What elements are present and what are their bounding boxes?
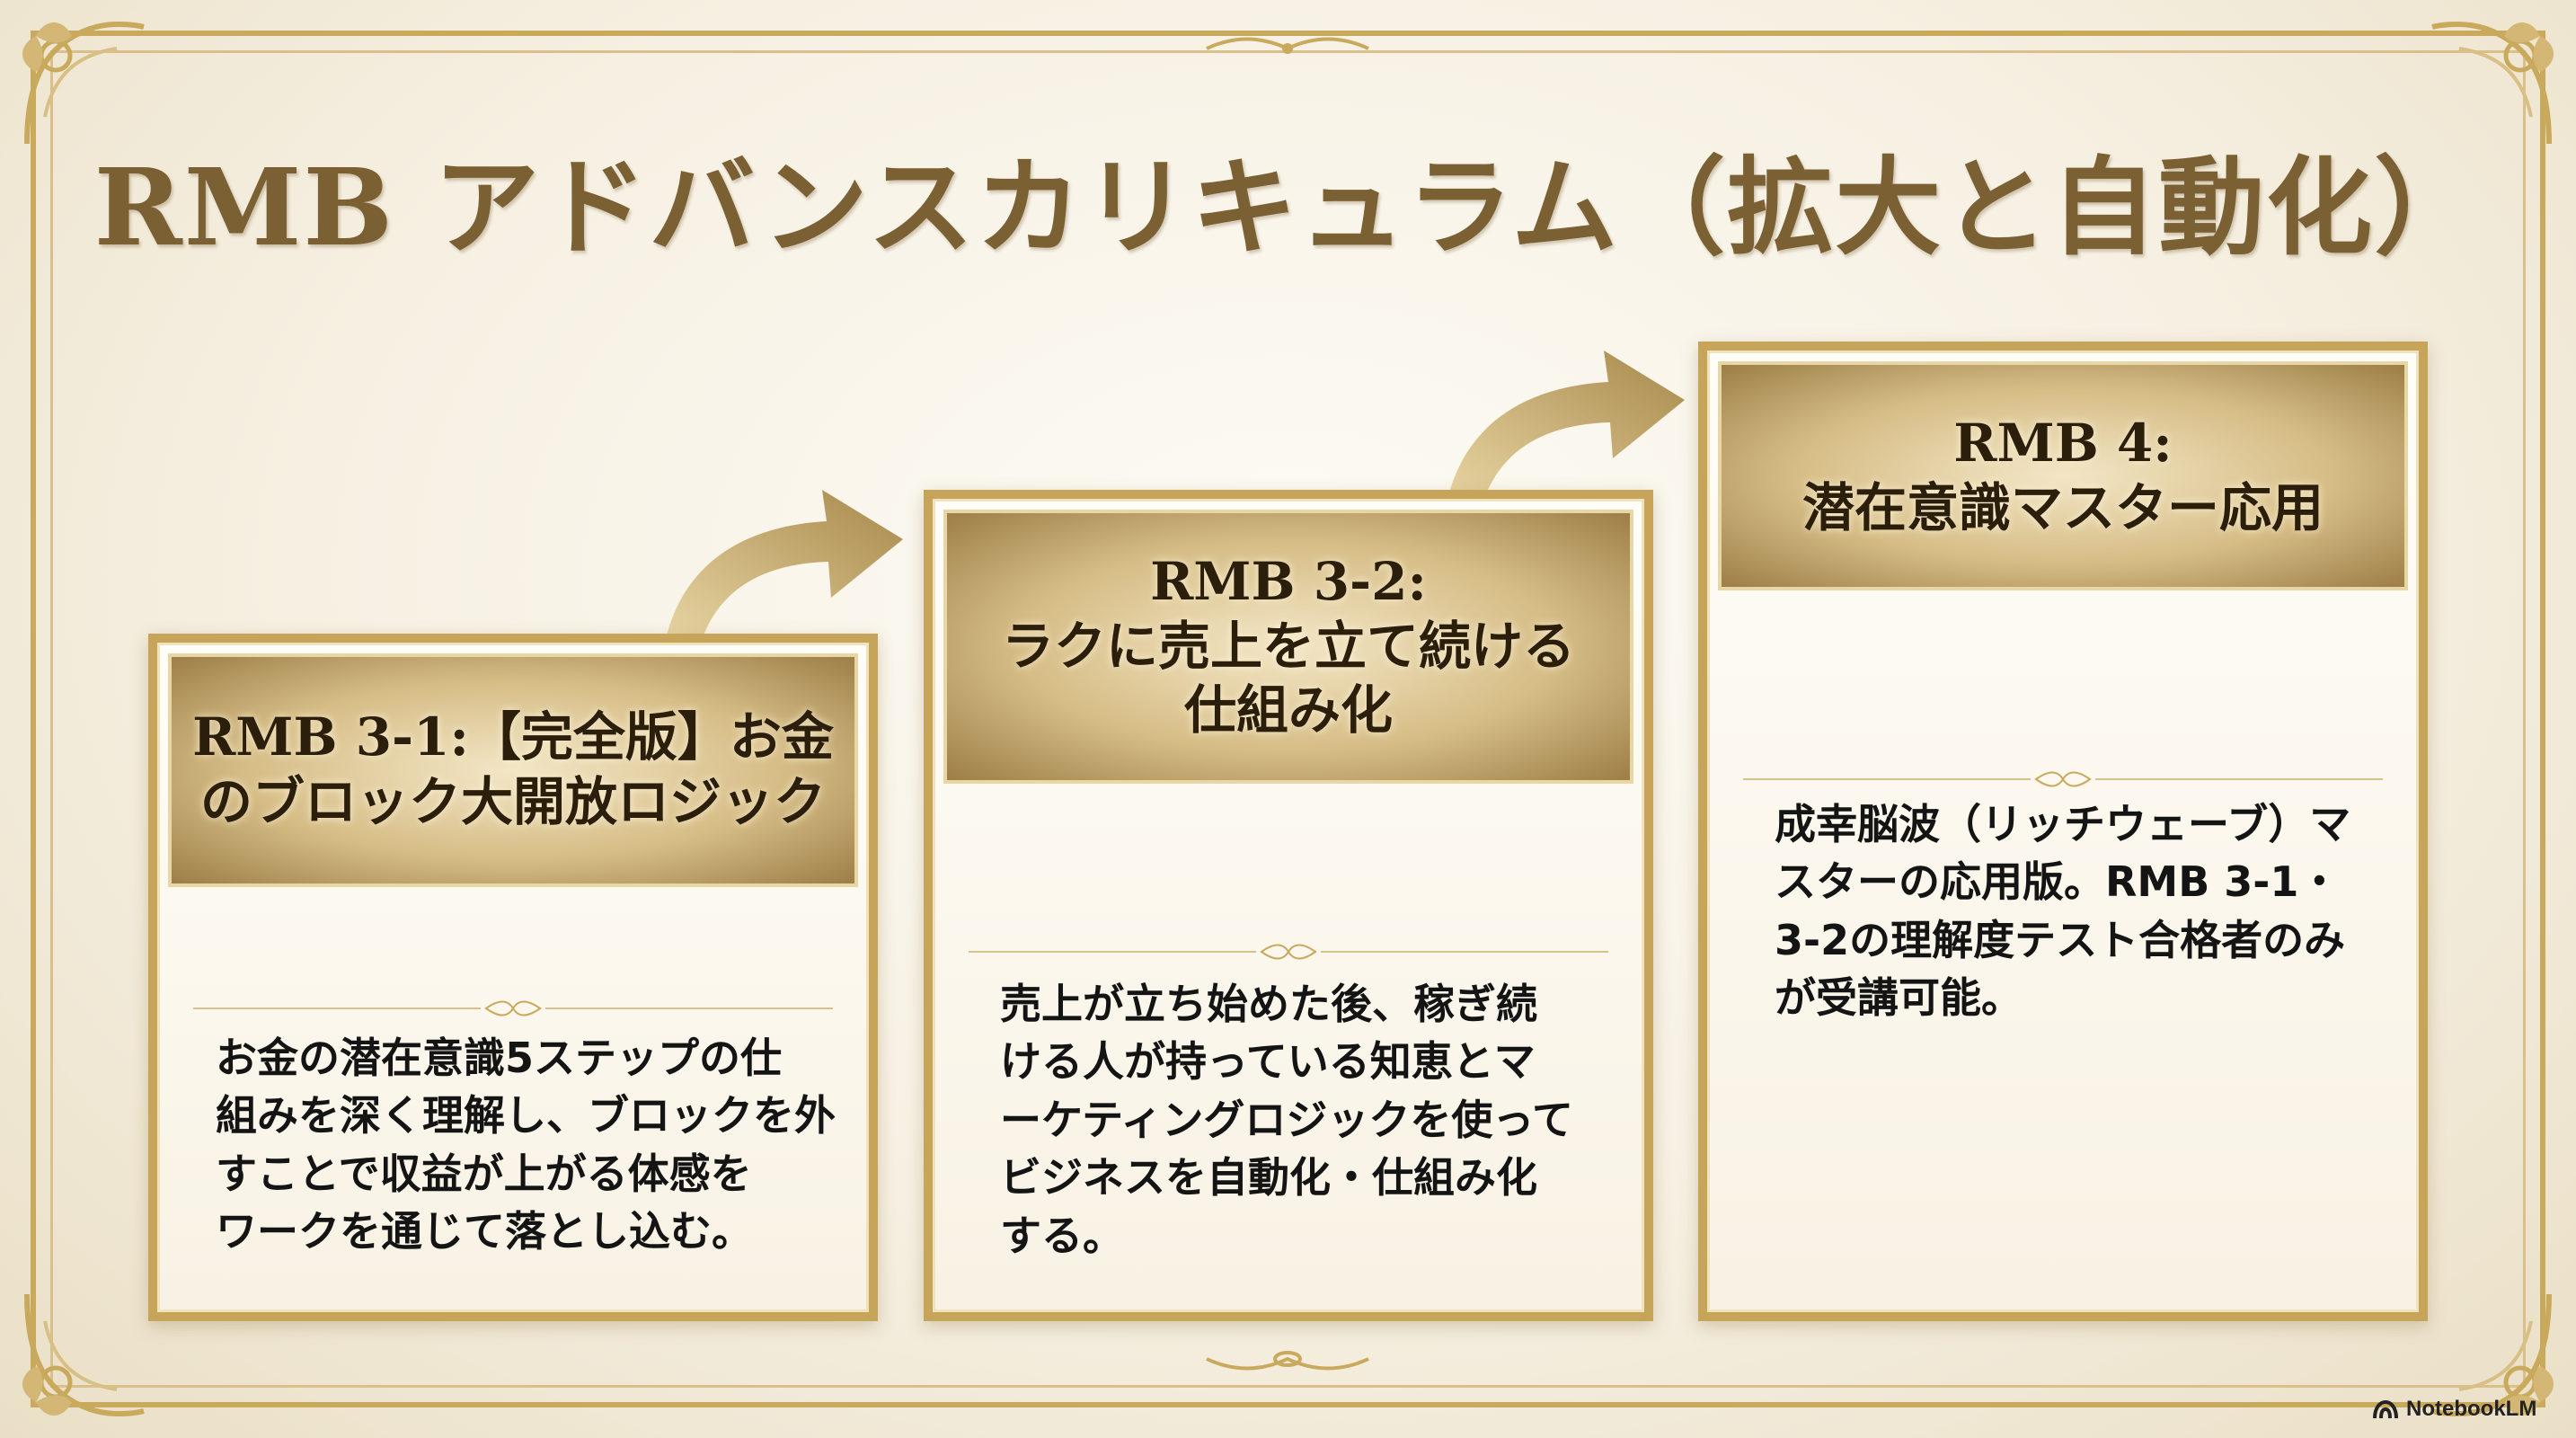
- divider-ornament-icon: [1743, 771, 2383, 787]
- curriculum-card-rmb-3-2: RMB 3-2: ラクに売上を立て続ける 仕組み化 売上が立ち始めた後、稼ぎ続 …: [924, 490, 1653, 1321]
- card-header: RMB 4: 潜在意識マスター応用: [1718, 361, 2408, 590]
- card-header: RMB 3-1:【完全版】お金 のブロック大開放ロジック: [168, 653, 858, 887]
- bottom-ornament-icon: [1206, 1351, 1369, 1371]
- description-line: 成幸脳波（リッチウェーブ）マ: [1775, 800, 2351, 848]
- divider-ornament-icon: [193, 1000, 833, 1016]
- card-description: お金の潜在意識5ステップの仕 組みを深く理解し、ブロックを外 すことで収益が上が…: [216, 1029, 845, 1261]
- top-ornament-icon: [1206, 37, 1369, 54]
- slide-title: RMB アドバンスカリキュラム（拡大と自動化）: [93, 145, 2483, 270]
- description-line: ける人が持っている知恵とマ: [1000, 1037, 1536, 1087]
- card-title-line: RMB 4:: [1953, 412, 2173, 474]
- corner-flourish-icon: [2431, 1293, 2554, 1417]
- corner-flourish-icon: [22, 21, 145, 145]
- description-line: 売上が立ち始めた後、稼ぎ続: [1000, 980, 1537, 1028]
- arrow-up-right-icon: [1447, 351, 1685, 503]
- curriculum-card-rmb-4: RMB 4: 潜在意識マスター応用 成幸脳波（リッチウェーブ）マ スターの応用版…: [1698, 342, 2428, 1321]
- badge-label: NotebookLM: [2406, 1397, 2537, 1421]
- description-line: スターの応用版。RMB 3-1・: [1775, 857, 2341, 907]
- card-header: RMB 3-2: ラクに売上を立て続ける 仕組み化: [943, 510, 1633, 784]
- description-line: 3-2の理解度テスト合格者のみ: [1775, 915, 2346, 964]
- notebooklm-logo-icon: [2373, 1399, 2398, 1419]
- card-description: 売上が立ち始めた後、稼ぎ続 ける人が持っている知恵とマ ーケティングロジックを使…: [1000, 975, 1629, 1265]
- outer-frame: [31, 31, 2545, 1407]
- arrow-up-right-icon: [665, 490, 903, 643]
- card-title-line: のブロック大開放ロジック: [199, 771, 826, 832]
- divider-ornament-icon: [969, 944, 1608, 960]
- curriculum-card-rmb-3-1: RMB 3-1:【完全版】お金 のブロック大開放ロジック お金の潜在意識5ステッ…: [148, 634, 878, 1321]
- description-line: ビジネスを自動化・仕組み化: [1000, 1153, 1537, 1203]
- card-title-line: RMB 3-2:: [1150, 550, 1427, 612]
- description-line: が受講可能。: [1775, 973, 2023, 1023]
- description-line: する。: [1000, 1211, 1124, 1260]
- description-line: お金の潜在意識5ステップの仕: [216, 1034, 783, 1082]
- description-line: すことで収益が上がる体感を: [216, 1149, 752, 1198]
- description-line: 組みを深く理解し、ブロックを外: [216, 1091, 836, 1141]
- notebooklm-badge: NotebookLM: [2372, 1390, 2561, 1428]
- card-title-line: RMB 3-1:【完全版】お金: [192, 706, 834, 768]
- corner-flourish-icon: [22, 1293, 145, 1417]
- card-title-line: ラクに売上を立て続ける: [1001, 615, 1575, 677]
- corner-flourish-icon: [2431, 21, 2554, 145]
- description-line: ワークを通じて落とし込む。: [216, 1207, 753, 1256]
- description-line: ーケティングロジックを使って: [1000, 1095, 1574, 1144]
- card-description: 成幸脳波（リッチウェーブ）マ スターの応用版。RMB 3-1・ 3-2の理解度テ…: [1775, 795, 2403, 1027]
- card-title-line: 潜在意識マスター応用: [1801, 476, 2324, 538]
- card-title-line: 仕組み化: [1183, 679, 1393, 741]
